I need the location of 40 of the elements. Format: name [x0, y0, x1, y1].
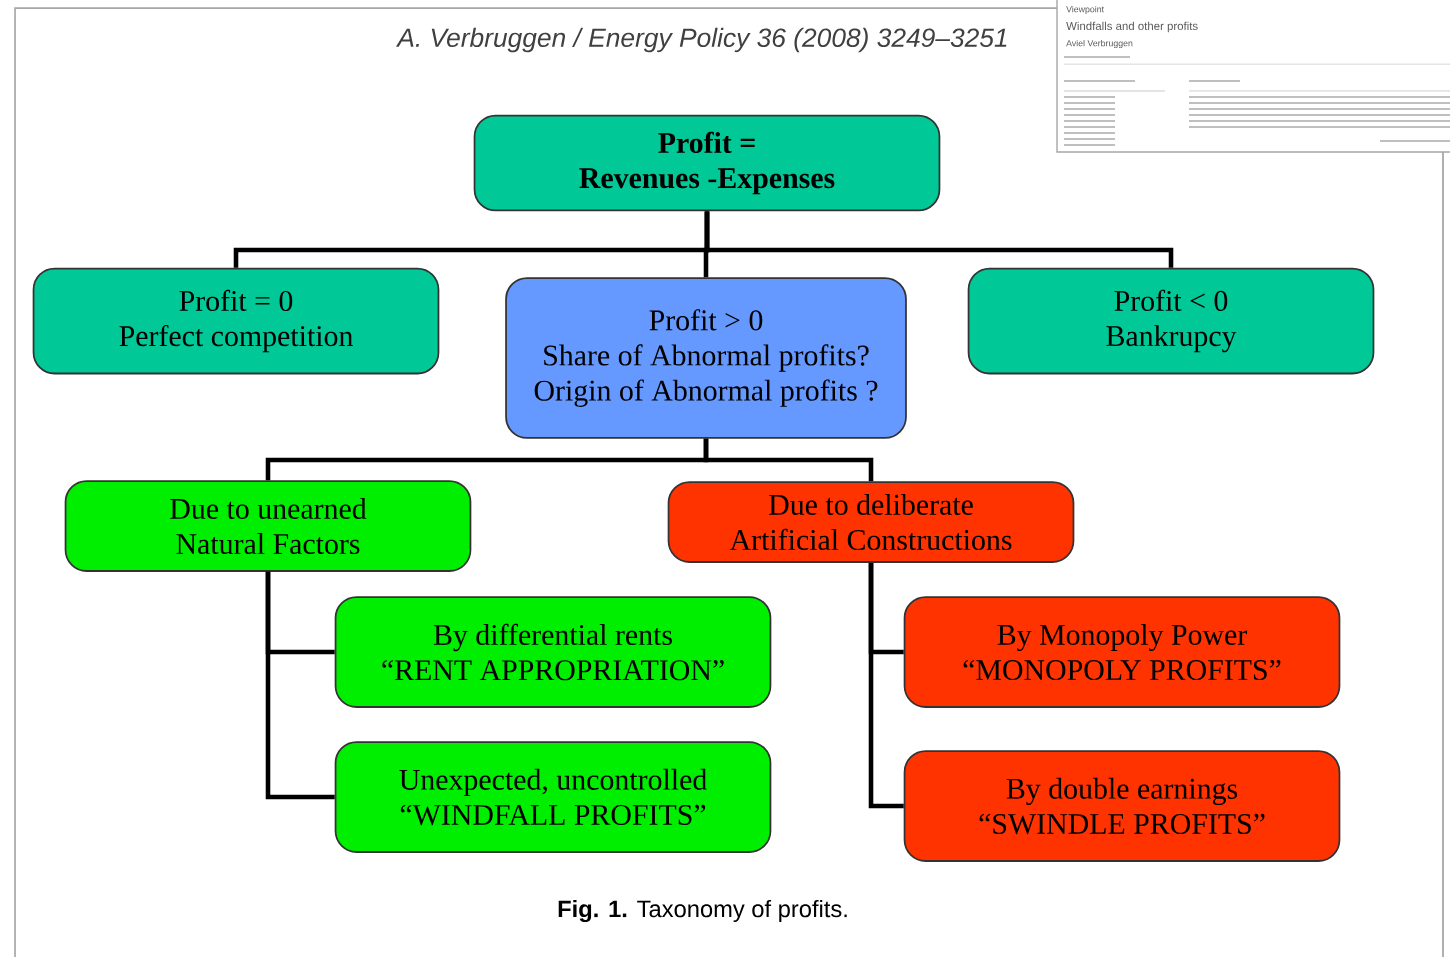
process-box: [334, 741, 772, 853]
node-text: Profit = 0: [179, 289, 293, 312]
connector-line: [265, 571, 335, 800]
connector-line: [868, 562, 904, 809]
connector-line: [703, 438, 874, 482]
connector-line: [704, 211, 1174, 268]
process-box: [667, 481, 1075, 563]
node-text: Unexpected, uncontrolled: [399, 768, 707, 796]
running-header: A. Verbruggen / Energy Policy 36 (2008) 3249–3251: [396, 27, 1007, 53]
article-title: Windfalls and other profits: [1066, 21, 1198, 33]
node-text: “WINDFALL PROFITS”: [400, 804, 706, 826]
process-box: [32, 267, 440, 375]
node-text: Due to deliberate: [769, 493, 973, 515]
node-text: Profit > 0: [649, 309, 763, 331]
figure-caption: Fig. 1. Taxonomy of profits.: [558, 899, 847, 923]
node-text: “MONOPOLY PROFITS”: [963, 659, 1281, 681]
node-text: Due to unearned: [170, 497, 367, 519]
process-box: [903, 596, 1341, 708]
node-text: “RENT APPROPRIATION”: [382, 660, 724, 681]
node-text: “SWINDLE PROFITS”: [979, 813, 1265, 835]
node-text: By Monopoly Power: [997, 623, 1247, 652]
kicker-text: Viewpoint: [1066, 5, 1104, 15]
node-text: Bankrupcy: [1106, 325, 1237, 353]
process-box: [967, 267, 1375, 375]
node-text: Origin of Abnormal profits ?: [534, 379, 878, 407]
process-box: [473, 114, 941, 212]
node-text: Revenues -Expenses: [579, 168, 835, 195]
author-name: Aviel Verbruggen: [1066, 39, 1133, 49]
node-text: Profit =: [658, 131, 755, 154]
node-text: Share of Abnormal profits?: [544, 344, 869, 372]
node-text: By differential rents: [433, 623, 672, 652]
node-text: By double earnings: [1006, 777, 1238, 806]
node-text: Natural Factors: [176, 533, 360, 555]
node-text: Perfect competition: [119, 324, 353, 353]
process-box: [505, 277, 907, 439]
process-box: [334, 596, 772, 708]
process-box: [903, 750, 1341, 862]
node-text: Artificial Constructions: [729, 528, 1012, 551]
node-text: Profit < 0: [1114, 289, 1228, 312]
process-box: [64, 480, 472, 572]
